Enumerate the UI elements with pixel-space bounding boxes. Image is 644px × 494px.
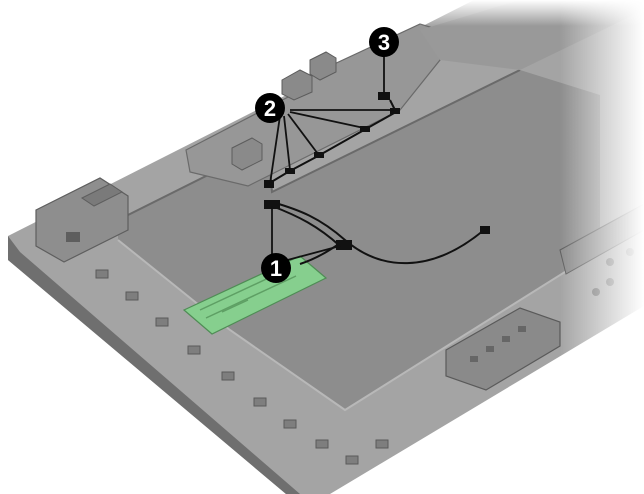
fade-overlay-top xyxy=(420,0,644,26)
corner-screw-boss xyxy=(66,232,80,242)
leader-1b xyxy=(279,245,341,263)
cable-clip-upper-1 xyxy=(264,180,274,188)
callout-1: 1 xyxy=(261,253,291,283)
bracket-block-b xyxy=(309,51,337,81)
cable-end-connector xyxy=(480,226,490,234)
callout-2-circle xyxy=(255,93,285,123)
leader-lines xyxy=(269,56,394,263)
callout-2-label: 2 xyxy=(264,96,276,121)
cable-clip-upper-5 xyxy=(390,108,400,114)
left-label-plate xyxy=(81,183,123,207)
display-back-cover xyxy=(8,0,644,494)
callout-2: 2 xyxy=(255,93,285,123)
bracket-block-a xyxy=(281,69,313,101)
fade-overlay-right xyxy=(560,0,644,494)
callout-3-circle xyxy=(369,27,399,57)
callout-3: 3 xyxy=(369,27,399,57)
cover-inner-lip-front xyxy=(117,239,601,412)
callout-1-circle xyxy=(261,253,291,283)
callout-3-label: 3 xyxy=(378,30,390,55)
cable-tape-lower xyxy=(264,200,280,209)
cable-clip-upper-2 xyxy=(285,168,295,174)
leader-2a xyxy=(269,115,281,185)
cable-tape-board xyxy=(336,240,352,250)
leader-2b xyxy=(283,115,291,171)
cable-clip-upper-4 xyxy=(360,126,370,132)
right-port-slots xyxy=(470,326,526,362)
callout-1-label: 1 xyxy=(270,256,282,281)
cable-clip-top xyxy=(378,92,390,100)
front-rim-details xyxy=(95,269,389,465)
cable-clip-upper-3 xyxy=(314,152,324,158)
leader-2d xyxy=(289,111,365,129)
cable-clips xyxy=(264,92,490,250)
bracket-block-c xyxy=(231,137,263,171)
leader-2c xyxy=(287,113,319,155)
